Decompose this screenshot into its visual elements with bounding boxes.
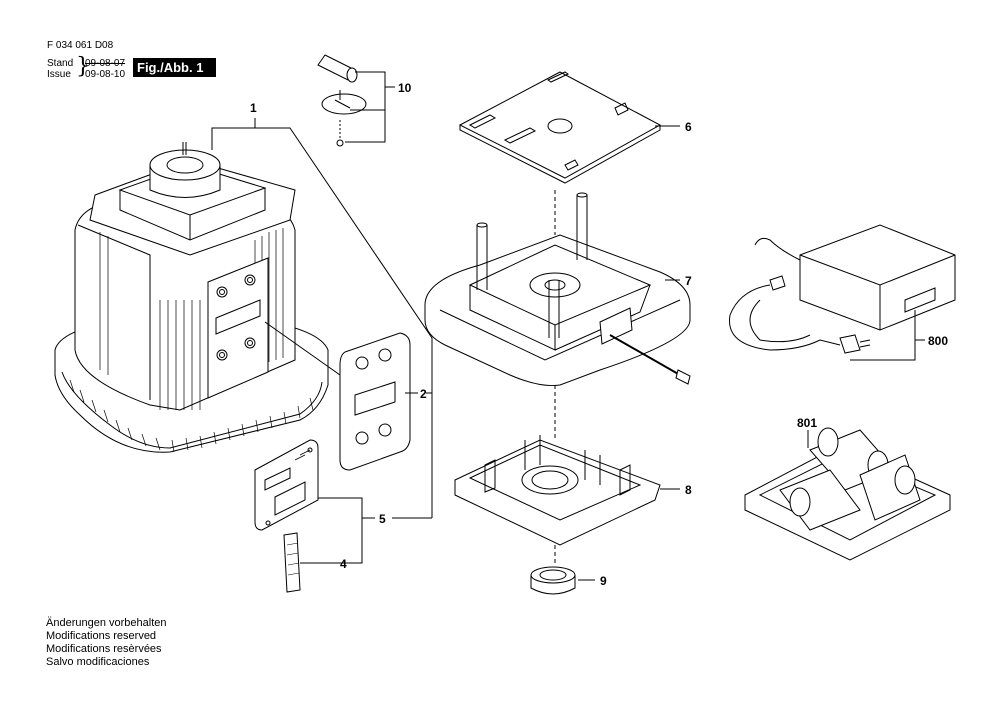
lens-assembly-part-10 (317, 54, 367, 147)
document-number: F 034 061 D08 (47, 40, 114, 51)
callout-1: 1 (250, 101, 257, 115)
issue-date: 09-08-10 (85, 69, 126, 80)
modifications-notes: Änderungen vorbehalten Modifications res… (46, 617, 166, 669)
callout-7: 7 (685, 274, 692, 288)
leader-lines (211, 71, 925, 581)
issue-label: Issue (47, 69, 71, 80)
note-line: Modifications resèrvées (46, 643, 162, 655)
callout-8: 8 (685, 483, 692, 497)
callout-labels: 1 2 4 5 6 7 8 9 10 800 801 (250, 81, 948, 588)
battery-pack-part-801 (744, 427, 951, 561)
figure-label-badge: Fig./Abb. 1 (133, 58, 216, 77)
callout-4: 4 (340, 557, 347, 571)
stand-label: Stand (47, 58, 74, 69)
callout-2: 2 (420, 387, 427, 401)
membrane-keypad-part-2 (339, 332, 411, 471)
note-line: Salvo modificaciones (46, 656, 150, 668)
base-part-8 (454, 435, 661, 546)
laser-housing-part-1 (54, 142, 329, 453)
callout-9: 9 (600, 574, 607, 588)
note-line: Änderungen vorbehalten (46, 617, 167, 629)
charger-part-800 (729, 224, 956, 354)
callout-800: 800 (928, 334, 948, 348)
ring-nut-part-9 (530, 566, 576, 595)
callout-801: 801 (797, 416, 817, 430)
stand-date: 09-08-07 (85, 58, 126, 69)
control-board-part-5 (254, 439, 319, 531)
callout-10: 10 (398, 81, 412, 95)
chassis-part-7 (424, 192, 691, 386)
header-brace: } (76, 54, 90, 79)
ribbon-cable-part-4 (283, 532, 301, 593)
main-board-part-6 (458, 71, 662, 184)
callout-6: 6 (685, 120, 692, 134)
callout-5: 5 (379, 512, 386, 526)
note-line: Modifications reserved (46, 630, 157, 642)
